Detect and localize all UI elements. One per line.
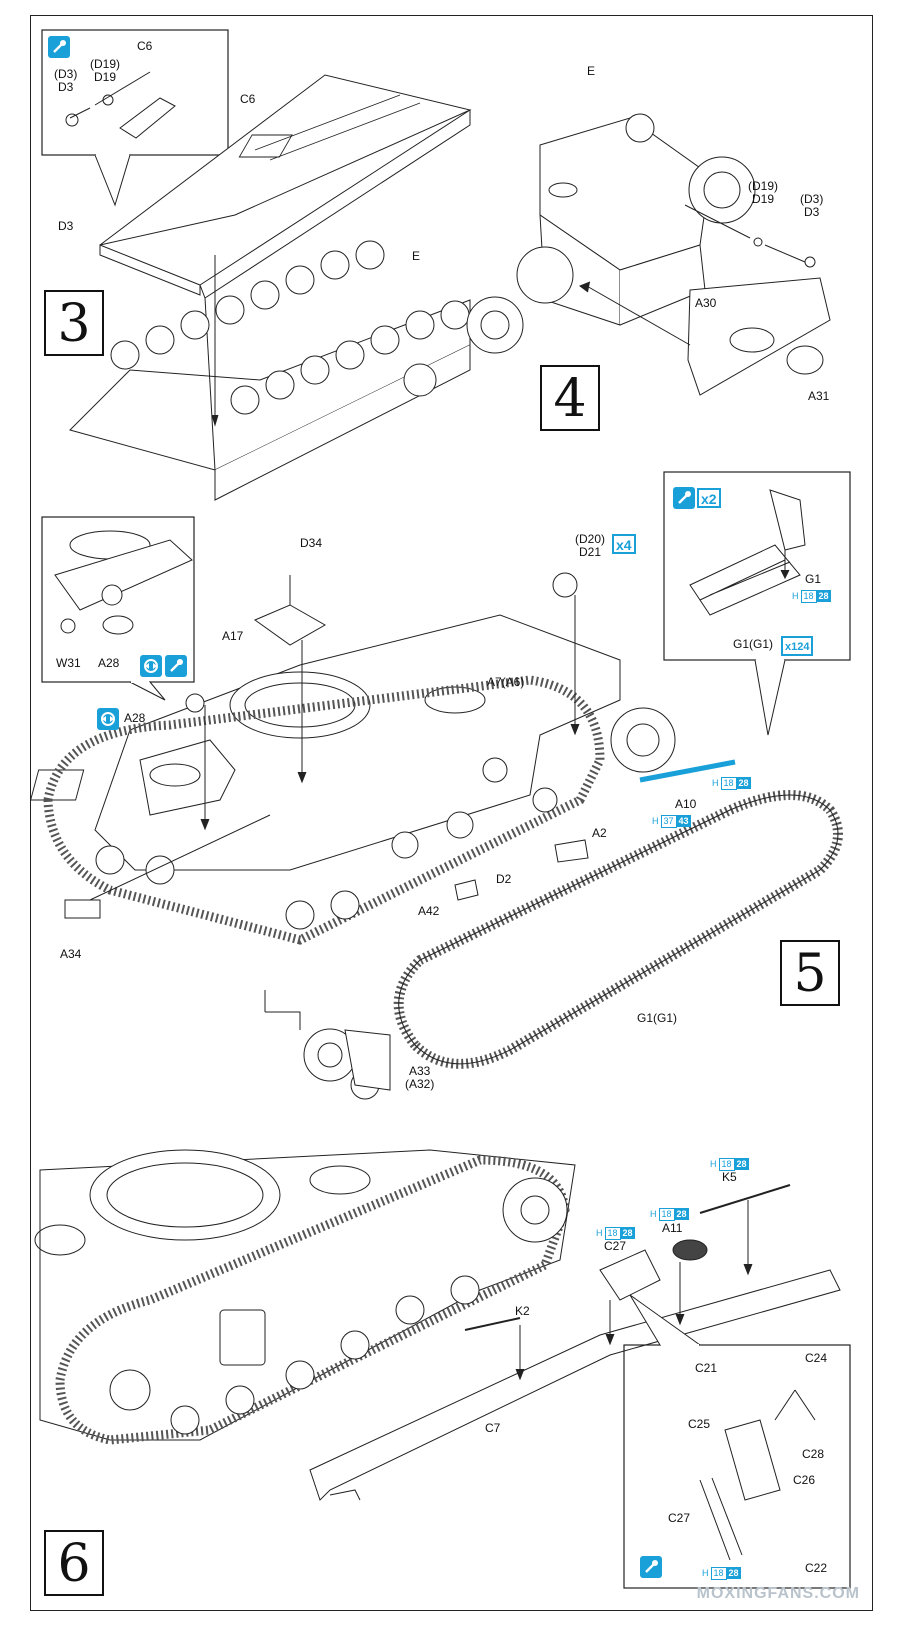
movable-part-icon [97,708,119,730]
watermark: MOXINGFANS.COM [696,1585,860,1602]
label-d19-inset: (D19) D19 [90,57,121,84]
cement-icon [165,655,187,677]
label-c24: C24 [805,1351,828,1365]
step6-track-fender-drawing [34,1149,851,1589]
step4-rear-plate-drawing [516,113,831,396]
label-d3-inset: (D3) D3 [54,67,78,94]
label-a28: A28 [124,711,146,725]
label-c6: C6 [240,92,256,106]
label-a11: A11 [662,1221,683,1235]
quantity-x2-badge: x2 [697,488,721,508]
label-c27-inset: C27 [668,1511,691,1525]
step3-hull-drawing [41,29,524,501]
cement-icon [48,36,70,58]
quantity-x124-badge: x124 [781,636,814,656]
step5-main-assembly-drawing [30,471,851,1100]
label-a31: A31 [808,389,830,403]
label-a7-a6: A7(A6) [487,675,525,689]
label-c27: C27 [604,1239,627,1253]
cement-icon [673,487,695,509]
label-a17: A17 [222,629,244,643]
label-g1g1: G1(G1) [637,1011,678,1025]
label-a30: A30 [695,296,717,310]
step-number-3: 3 [44,290,104,356]
label-a42: A42 [418,904,440,918]
label-c25: C25 [688,1417,711,1431]
label-d2: D2 [496,872,512,886]
instruction-page-frame [30,15,873,1611]
step-number-5: 5 [780,940,840,1006]
label-g1g1-inset: G1(G1) [733,637,774,651]
label-d3-step4: (D3) D3 [800,192,824,219]
label-c28: C28 [802,1447,825,1461]
label-e-step3: E [412,249,421,263]
label-e-step4: E [587,64,596,78]
label-d34: D34 [300,536,323,550]
cement-icon [640,1556,662,1578]
label-k2: K2 [515,1304,530,1318]
label-d3: D3 [58,219,74,233]
quantity-x4-badge: x4 [612,534,636,554]
label-c26: C26 [793,1473,816,1487]
label-a10: A10 [675,797,697,811]
label-w31: W31 [56,656,81,670]
label-c7: C7 [485,1421,501,1435]
label-c6-inset: C6 [137,39,153,53]
label-g1-inset: G1 [805,572,822,586]
label-d20-d21: (D20) D21 [575,532,606,559]
label-c21: C21 [695,1361,718,1375]
label-d19-step4: (D19) D19 [748,179,779,206]
step-number-6: 6 [44,1530,104,1596]
step-number-4: 4 [540,365,600,431]
label-k5: K5 [722,1170,737,1184]
label-a34: A34 [60,947,82,961]
label-a33-a32: A33 (A32) [405,1064,435,1091]
label-c22: C22 [805,1561,828,1575]
label-a2: A2 [592,826,607,840]
movable-part-icon [140,655,162,677]
label-a28-inset: A28 [98,656,120,670]
